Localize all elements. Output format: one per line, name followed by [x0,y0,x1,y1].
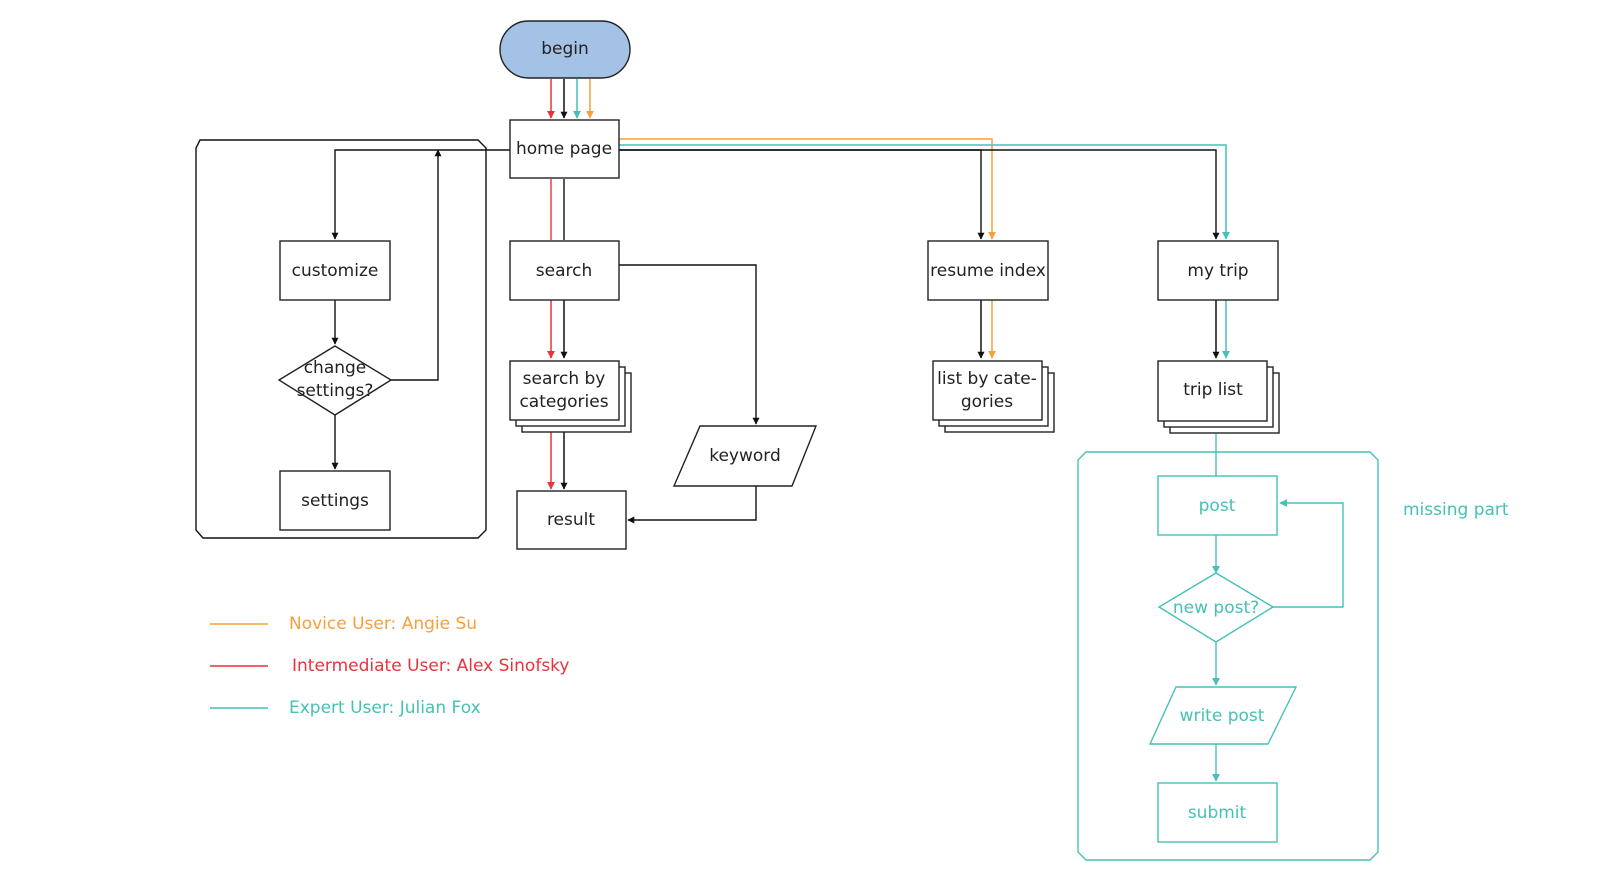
node-begin-label: begin [541,39,589,59]
node-post: post [1157,475,1278,536]
node-new-post: new post? [1157,572,1275,643]
node-customize-label: customize [292,261,379,281]
legend-item-novice: Novice User: Angie Su [210,614,477,634]
edge-keyword-result [627,486,757,524]
node-search-by-categories: search by categories [509,360,632,433]
node-trip-list-label: trip list [1183,380,1243,400]
node-list-by-categories-line1: list by cate- [937,369,1037,389]
node-search: search [509,240,620,301]
node-result-label: result [547,510,595,530]
legend-item-expert: Expert User: Julian Fox [210,698,481,718]
node-search-label: search [536,261,592,281]
legend: Novice User: Angie Su Intermediate User:… [210,614,569,718]
node-search-by-categories-line1: search by [523,369,606,389]
node-keyword-label: keyword [709,446,781,466]
node-settings: settings [279,470,391,531]
edge-home-resume-default [619,149,985,240]
node-resume-index: resume index [927,240,1049,301]
legend-label-expert: Expert User: Julian Fox [289,698,481,718]
node-trip-list: trip list [1157,360,1280,434]
node-my-trip-label: my trip [1187,261,1248,281]
node-home-page-label: home page [516,139,612,159]
settings-group-frame [195,139,487,539]
node-write-post: write post [1148,686,1298,745]
node-keyword: keyword [672,425,818,487]
node-change-settings-line1: change [304,358,367,378]
missing-part-label: missing part [1403,500,1509,520]
edge-home-resume-novice [619,138,996,240]
legend-label-intermediate: Intermediate User: Alex Sinofsky [292,656,569,676]
node-list-by-categories: list by cate- gories [932,360,1055,433]
node-result: result [516,490,627,550]
node-post-label: post [1199,496,1236,516]
node-new-post-label: new post? [1173,598,1259,618]
edge-change-loop [391,149,442,381]
edge-home-mytrip-default [619,149,1220,240]
node-begin: begin [499,20,631,79]
edge-search-keyword [619,264,760,425]
legend-label-novice: Novice User: Angie Su [289,614,477,634]
node-submit-label: submit [1188,803,1247,823]
legend-item-intermediate: Intermediate User: Alex Sinofsky [210,656,569,676]
edge-newpost-loop [1273,499,1344,608]
node-home-page: home page [509,119,620,179]
node-resume-index-label: resume index [930,261,1046,281]
node-change-settings-line2: settings? [297,381,374,401]
node-list-by-categories-line2: gories [961,392,1013,412]
missing-part-frame [1077,451,1379,861]
node-customize: customize [279,240,391,301]
node-write-post-label: write post [1180,706,1265,726]
node-settings-label: settings [301,491,369,511]
node-my-trip: my trip [1157,240,1279,301]
edge-home-customize [331,149,510,240]
node-search-by-categories-line2: categories [519,392,608,412]
node-change-settings: change settings? [277,345,393,416]
edge-home-mytrip-expert [619,144,1230,240]
node-submit: submit [1157,782,1278,843]
